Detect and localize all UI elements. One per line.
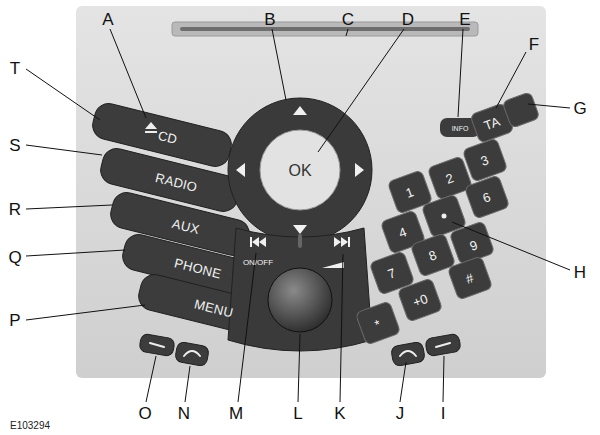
- callout-letter: A: [102, 11, 113, 28]
- callout-letter: D: [402, 11, 414, 28]
- callout-letter: J: [396, 405, 405, 422]
- ok-button: [260, 130, 340, 210]
- callout-letter: Q: [8, 249, 21, 266]
- callout-letter: G: [573, 100, 586, 117]
- callout-letter: K: [334, 405, 345, 422]
- cd-slot: [180, 27, 470, 31]
- key-dot: [442, 214, 447, 219]
- callout-letter: C: [342, 11, 354, 28]
- callout-letter: O: [138, 405, 151, 422]
- callout-letter: M: [229, 405, 243, 422]
- volume-knob: [268, 268, 332, 332]
- button-label: ON/OFF: [243, 259, 273, 267]
- leader-lines: [26, 29, 570, 402]
- eject-symbol: [145, 122, 157, 133]
- callout-letter: P: [9, 312, 20, 329]
- callout-letter: E: [459, 11, 470, 28]
- button-label: OK: [288, 163, 311, 179]
- control-block: [228, 228, 372, 351]
- reference-code: E103294: [10, 421, 50, 431]
- keypad: [355, 92, 540, 345]
- callout-letter: N: [178, 405, 190, 422]
- arrow-symbols: [236, 106, 364, 234]
- callout-letter: H: [574, 264, 586, 281]
- callout-letter: S: [9, 137, 20, 154]
- panel: [76, 6, 546, 378]
- divider: [298, 234, 302, 248]
- callout-letter: B: [264, 11, 275, 28]
- callout-letter: I: [441, 405, 446, 422]
- button-label: INFO: [452, 125, 469, 132]
- callout-letter: L: [293, 405, 302, 422]
- callout-letter: T: [10, 60, 20, 77]
- button-label: CD: [157, 128, 179, 145]
- navigation-ring: [228, 98, 372, 242]
- callout-letter: F: [529, 36, 539, 53]
- callout-letter: R: [9, 201, 21, 218]
- cd-slot: [172, 22, 478, 36]
